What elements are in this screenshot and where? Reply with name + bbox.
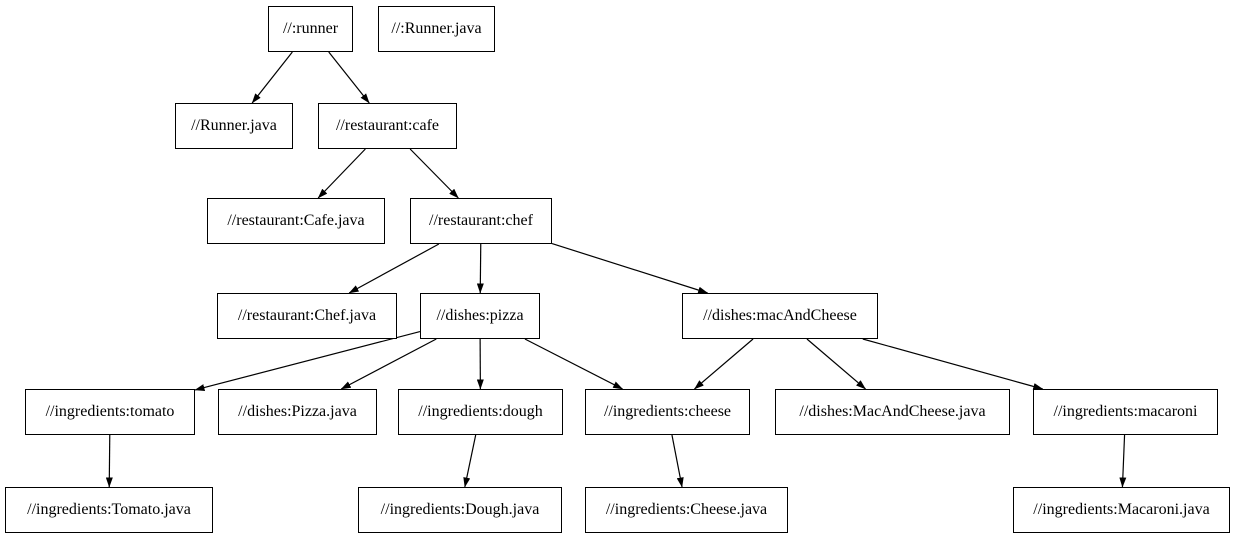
edge-cafe-to-cafe-java (317, 148, 366, 199)
node-label: //ingredients:cheese (603, 403, 732, 420)
graph-node-chef-java: //restaurant:Chef.java (217, 293, 397, 339)
edge-cheese-to-cheese-java (671, 434, 684, 488)
graph-node-tomato: //ingredients:tomato (25, 389, 195, 435)
graph-node-runner-java-root: //:Runner.java (378, 6, 495, 52)
graph-node-cheese-java: //ingredients:Cheese.java (585, 487, 788, 533)
edge-chef-to-chef-java (348, 243, 440, 294)
edge-runner-to-cafe (328, 51, 370, 104)
node-label: //ingredients:Tomato.java (27, 501, 191, 518)
graph-node-macaroni-java: //ingredients:Macaroni.java (1013, 487, 1230, 533)
edge-dough-to-dough-java (463, 434, 477, 488)
graph-node-mac-and-cheese-java: //dishes:MacAndCheese.java (775, 389, 1010, 435)
graph-node-runner-java: //Runner.java (175, 103, 293, 149)
edge-pizza-to-tomato (194, 330, 421, 391)
edge-cafe-to-chef (409, 148, 459, 199)
graph-node-macaroni: //ingredients:macaroni (1033, 389, 1218, 435)
node-label: //:Runner.java (391, 20, 482, 37)
node-label: //dishes:MacAndCheese.java (799, 403, 986, 420)
edge-mac-and-cheese-to-macaroni (862, 338, 1044, 390)
node-label: //restaurant:Chef.java (237, 307, 377, 324)
node-label: //ingredients:macaroni (1053, 403, 1198, 420)
node-label: //:runner (282, 20, 339, 37)
graph-node-cafe-java: //restaurant:Cafe.java (207, 198, 385, 244)
node-label: //restaurant:cafe (335, 117, 440, 134)
edge-runner-to-runner-java (251, 51, 293, 104)
graph-node-dough-java: //ingredients:Dough.java (358, 487, 562, 533)
graph-node-pizza: //dishes:pizza (420, 293, 540, 339)
node-label: //ingredients:Cheese.java (605, 501, 768, 518)
graph-node-cafe: //restaurant:cafe (318, 103, 457, 149)
edge-tomato-to-tomato-java (105, 434, 113, 488)
graph-node-tomato-java: //ingredients:Tomato.java (5, 487, 213, 533)
node-label: //ingredients:tomato (45, 403, 175, 420)
edge-pizza-to-cheese (524, 338, 624, 390)
edge-macaroni-to-macaroni-java (1119, 434, 1127, 488)
graph-node-pizza-java: //dishes:Pizza.java (218, 389, 377, 435)
edge-pizza-to-pizza-java (340, 338, 437, 390)
node-label: //restaurant:Cafe.java (227, 212, 365, 229)
graph-node-runner: //:runner (268, 6, 353, 52)
edge-chef-to-pizza (476, 243, 484, 294)
graph-node-dough: //ingredients:dough (398, 389, 563, 435)
node-label: //dishes:Pizza.java (238, 403, 357, 420)
edge-mac-and-cheese-to-cheese (694, 338, 754, 390)
node-label: //ingredients:dough (418, 403, 543, 420)
node-label: //dishes:pizza (436, 307, 524, 324)
edge-mac-and-cheese-to-mac-and-cheese-java (806, 338, 866, 390)
graph-node-cheese: //ingredients:cheese (585, 389, 750, 435)
graph-node-mac-and-cheese: //dishes:macAndCheese (682, 293, 878, 339)
node-label: //ingredients:Macaroni.java (1033, 501, 1210, 518)
node-label: //restaurant:chef (429, 212, 533, 229)
node-label: //dishes:macAndCheese (703, 307, 857, 324)
node-label: //ingredients:Dough.java (380, 501, 540, 518)
node-label: //Runner.java (191, 117, 277, 134)
graph-node-chef: //restaurant:chef (410, 198, 552, 244)
edge-chef-to-mac-and-cheese (551, 242, 709, 294)
